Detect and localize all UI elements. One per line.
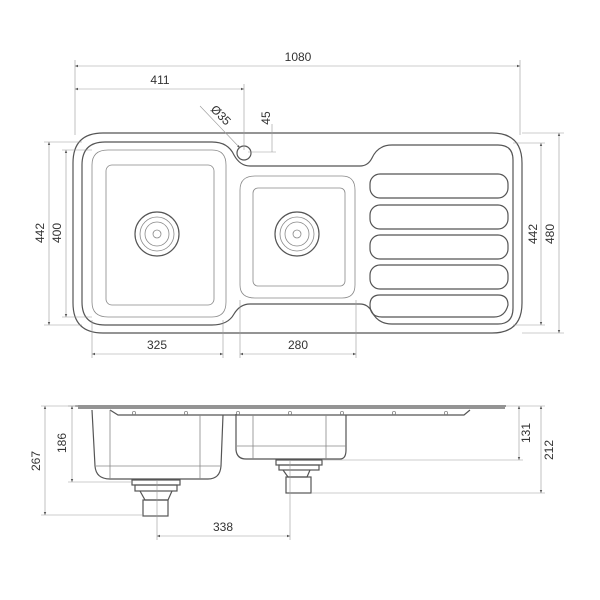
dim-overall-height-large: 267 [29, 451, 43, 471]
drainer-grooves [369, 173, 509, 318]
fixing-clips [131, 410, 448, 415]
dim-waste-centres: 338 [213, 520, 233, 534]
large-bowl-profile [91, 409, 224, 480]
sink-top-flange [75, 405, 506, 416]
large-bowl-waste-side [131, 479, 181, 517]
dim-bowl-inner: 400 [50, 223, 64, 243]
dim-overall-length: 1080 [285, 50, 312, 64]
large-bowl-base [105, 164, 215, 306]
small-bowl-inner [239, 175, 356, 299]
dim-overall-height-small: 212 [542, 440, 556, 460]
top-view: 1080 411 Ø35 45 442 400 325 280 442 480 [33, 50, 564, 358]
side-view: 186 267 131 212 338 [29, 405, 556, 540]
small-bowl-waste-side [275, 459, 323, 494]
large-bowl-rim [81, 141, 514, 326]
dim-tap-hole-offset: 411 [150, 73, 169, 87]
dim-overall-width: 480 [543, 224, 557, 244]
small-bowl-base [252, 187, 346, 287]
dim-small-bowl-width: 280 [288, 338, 308, 352]
dim-large-bowl-depth: 186 [55, 433, 69, 453]
dim-large-bowl-width: 325 [147, 338, 167, 352]
dim-right-depth: 442 [526, 224, 540, 244]
small-bowl-profile [235, 414, 347, 460]
small-bowl-waste [274, 211, 320, 257]
large-bowl-waste [134, 211, 180, 257]
sink-outline [72, 132, 523, 334]
dim-small-bowl-depth: 131 [519, 423, 533, 443]
dim-tap-hole-diameter: Ø35 [208, 102, 234, 128]
dim-tap-hole-edge: 45 [259, 111, 273, 125]
large-bowl-inner [91, 149, 227, 318]
dim-left-depth: 442 [33, 223, 47, 243]
